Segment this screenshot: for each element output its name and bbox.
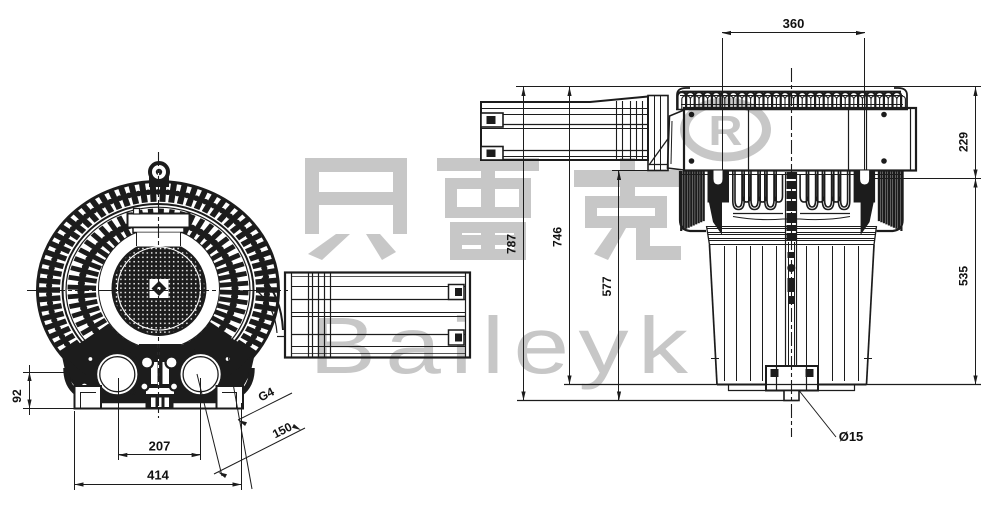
svg-text:414: 414	[147, 468, 169, 483]
svg-text:535: 535	[957, 266, 971, 286]
svg-text:G4: G4	[256, 384, 277, 404]
svg-text:Ø15: Ø15	[839, 429, 864, 444]
svg-text:229: 229	[957, 132, 971, 152]
svg-text:577: 577	[600, 276, 614, 296]
svg-text:207: 207	[149, 439, 171, 454]
svg-text:787: 787	[505, 234, 519, 254]
svg-text:746: 746	[551, 227, 565, 247]
svg-text:R: R	[709, 108, 743, 154]
svg-text:360: 360	[783, 16, 805, 31]
svg-text:92: 92	[10, 389, 24, 403]
